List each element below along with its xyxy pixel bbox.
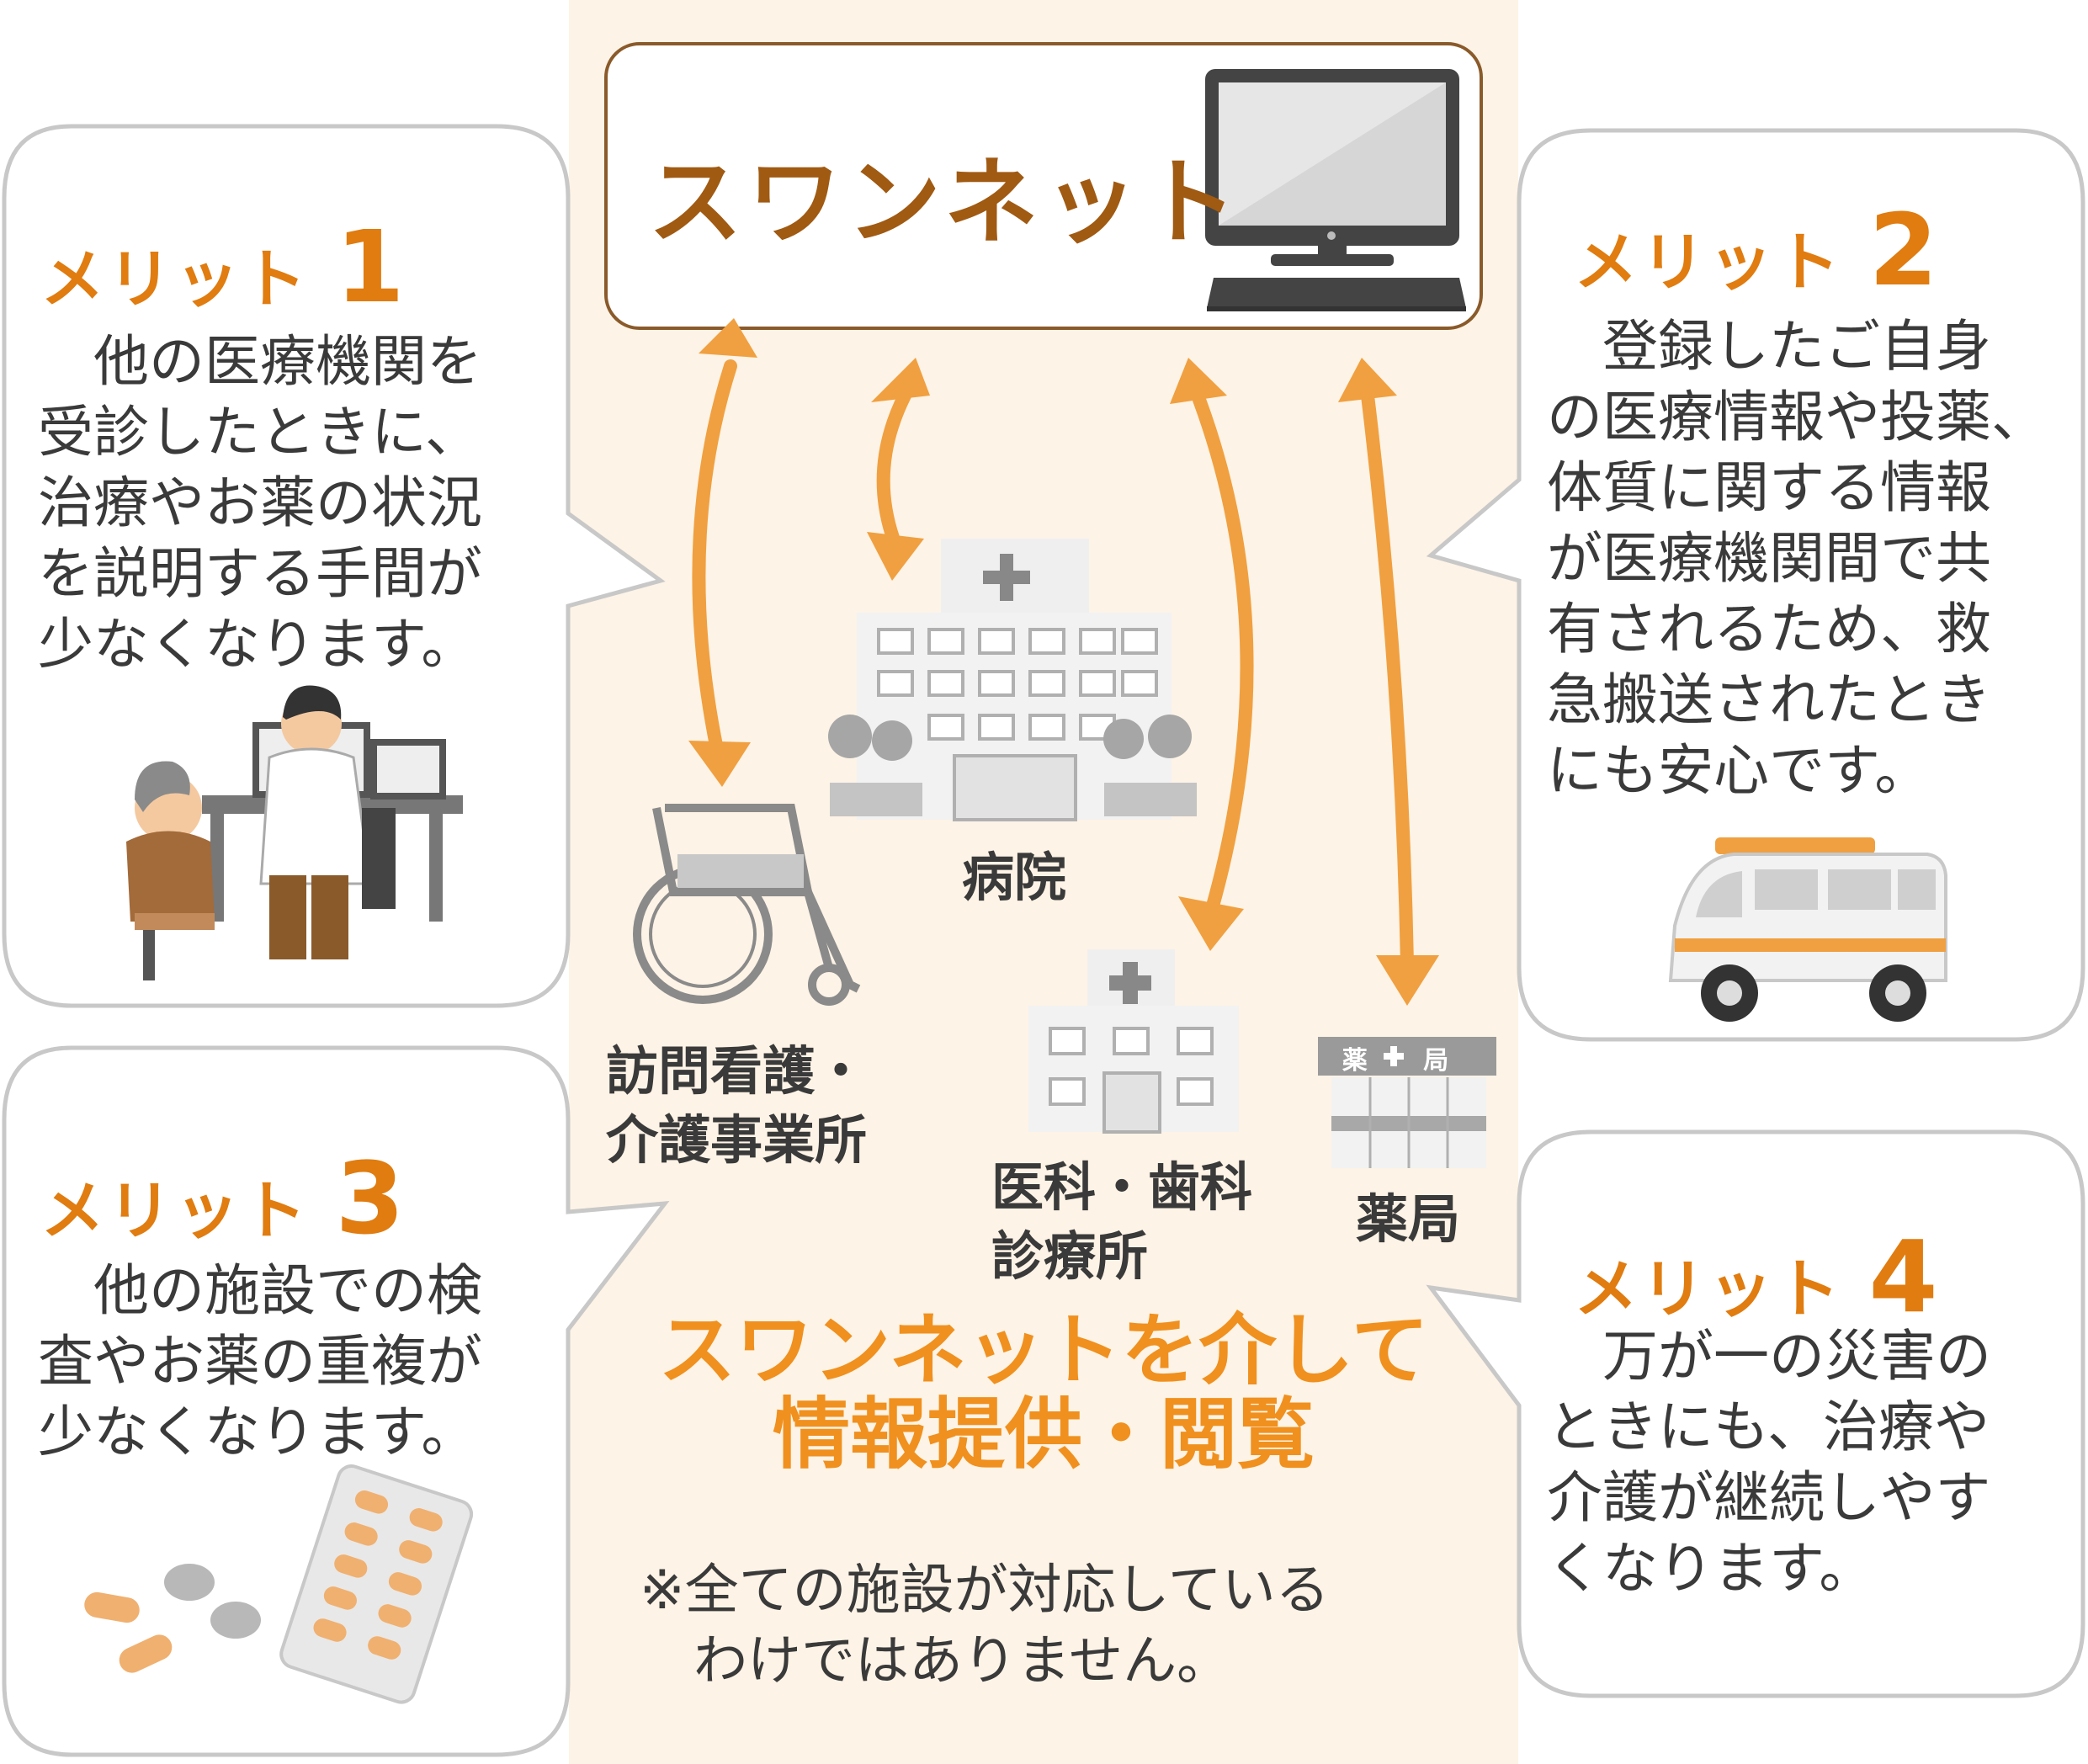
merit4-text: 万が一の災害の ときにも、治療や 介護が継続しやす くなります。 [1547,1324,1991,1601]
merit3-title: メリット 3 [40,1140,408,1257]
merit4-bubble [1426,1129,2085,1698]
merit1-text: 他の医療機関を 受診したときに、 治療やお薬の状況 を説明する手間が 少なくなり… [38,329,482,677]
merit1-label: メリット [40,242,310,316]
ambulance-icon [1668,837,1947,1022]
merit3-number: 3 [335,1140,408,1257]
merit2-text: 登録したご自身 の医療情報や投薬、 体質に関する情報 が医療機関間で共 有される… [1547,314,2047,803]
merit2-bubble [1426,128,2085,1042]
merit4-label: メリット [1574,1251,1843,1326]
arrow-hospital [876,389,911,554]
merit3-label: メリット [40,1173,310,1248]
merit4-title: メリット 4 [1574,1219,1942,1335]
arrow-clinic [1193,393,1254,916]
center-caption: スワンネットを介して 情報提供・閲覧 [658,1305,1429,1480]
wheelchair-icon [633,804,861,1006]
pharmacy-sign-text: 薬 局 [1342,1046,1473,1076]
clinic-icon [1028,949,1239,1134]
pills-illustration [84,1464,474,1704]
merit4-number: 4 [1868,1219,1942,1335]
merit1-number: 1 [335,209,408,325]
hospital-icon [828,539,1197,821]
pharmacy-icon [1318,1037,1496,1168]
swannet-title: スワンネット [648,148,1242,258]
merit2-number: 2 [1868,192,1942,308]
pharmacy-label: 薬局 [1355,1188,1460,1250]
hospital-label: 病院 [961,847,1066,908]
care-facility-label: 訪問看護・ 介護事業所 [606,1040,868,1171]
merit2-title: メリット 2 [1574,192,1942,308]
merit1-title: メリット 1 [40,209,408,325]
connection-arrows [688,318,1439,1006]
arrow-pharmacy [1361,389,1414,970]
merit3-text: 他の施設での検 査やお薬の重複が 少なくなります。 [38,1258,482,1464]
footnote: ※全ての施設が対応している わけではありません。 [640,1559,1330,1692]
merit2-label: メリット [1574,225,1843,300]
doctor-patient-illustration [126,685,463,980]
clinic-label: 医科・歯科 診療所 [991,1156,1253,1287]
computer-monitor-icon [1205,69,1466,311]
arrow-care [692,359,737,768]
